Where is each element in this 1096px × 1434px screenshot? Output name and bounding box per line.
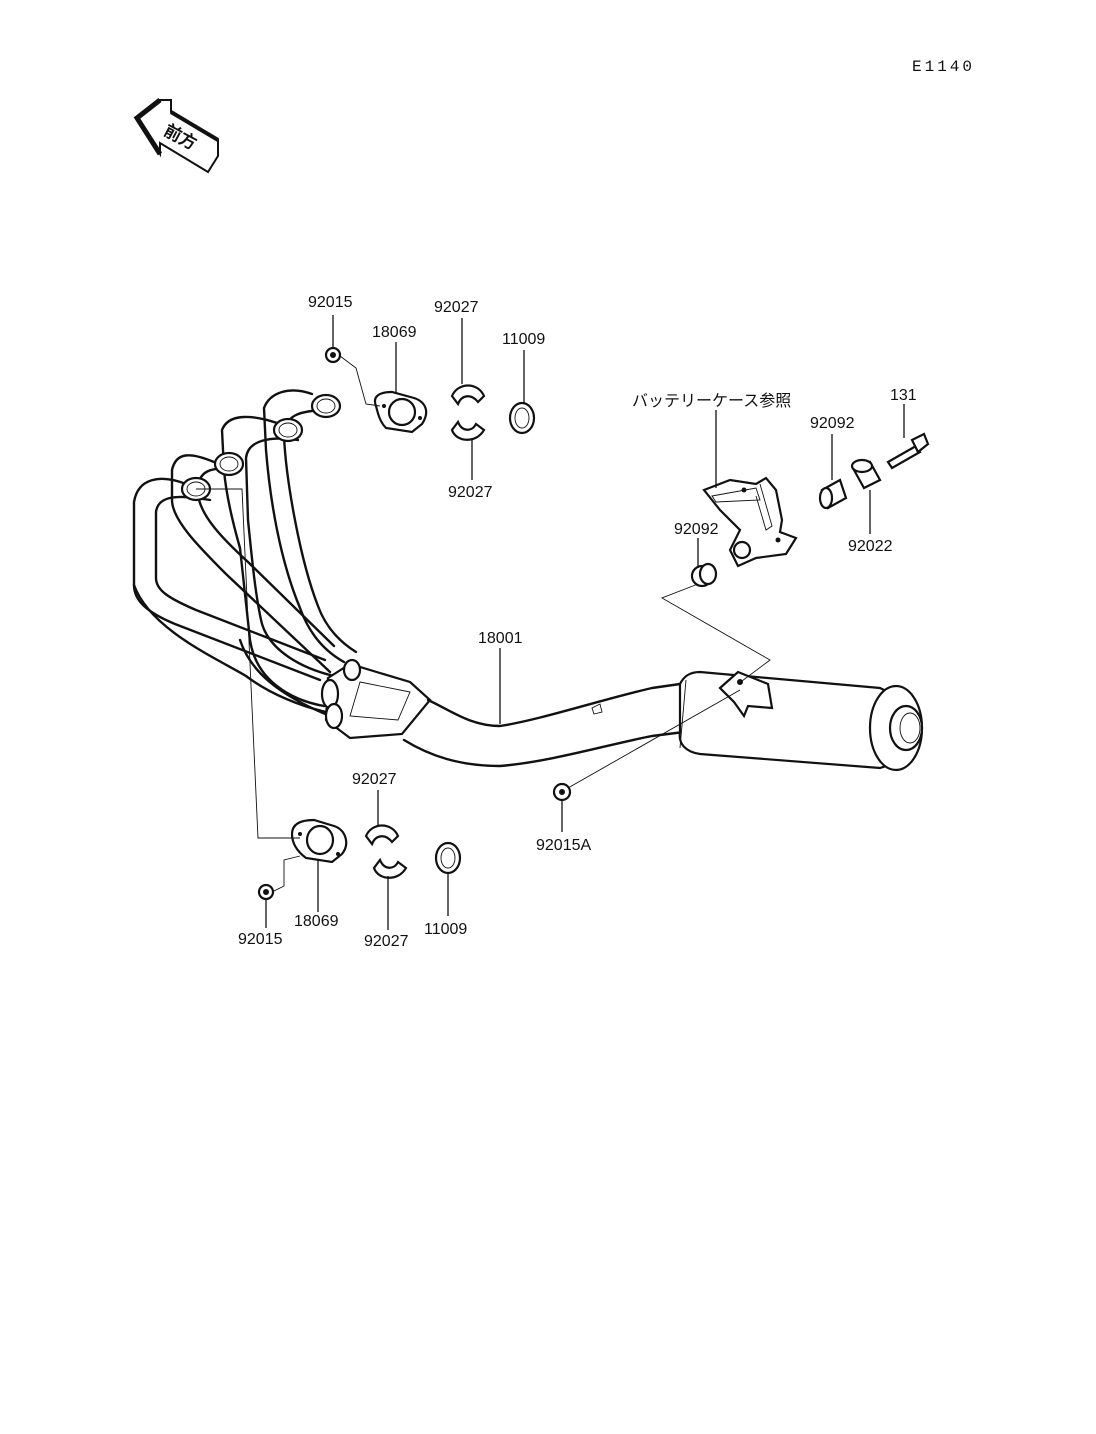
label-92027-top-b: 92027 <box>448 484 493 501</box>
label-92027-top-a: 92027 <box>434 299 479 316</box>
label-18001: 18001 <box>478 630 523 647</box>
diagram-code: E1140 <box>912 58 975 76</box>
part-18069-flange-top <box>373 390 428 434</box>
label-11009-bottom: 11009 <box>424 921 467 938</box>
muffler-assembly <box>402 670 924 772</box>
label-18069-top: 18069 <box>372 324 417 341</box>
label-92092-mid: 92092 <box>674 521 719 538</box>
front-direction-arrow-icon: 前方 <box>133 98 220 174</box>
part-92027-collar-top <box>450 384 486 441</box>
muffler-bracket <box>702 476 798 568</box>
part-92092-grommet-mid <box>690 562 718 588</box>
part-11009-gasket-top <box>508 401 536 435</box>
leader-lines <box>196 315 905 930</box>
label-18069-bottom: 18069 <box>294 913 339 930</box>
label-11009-top: 11009 <box>502 331 545 348</box>
exhaust-header-pipes <box>132 389 432 740</box>
part-18069-flange-bottom <box>290 818 348 864</box>
label-battery-case-reference: バッテリーケース参照 <box>632 391 791 410</box>
label-92092-top: 92092 <box>810 415 855 432</box>
part-131-bolt <box>886 432 930 470</box>
part-11009-gasket-bottom <box>434 841 462 875</box>
label-92015-top: 92015 <box>308 294 353 311</box>
part-92027-collar-bottom <box>364 824 408 879</box>
part-92015-nut-top <box>324 346 342 364</box>
label-92015-bottom: 92015 <box>238 931 283 948</box>
label-92015A: 92015A <box>536 837 591 854</box>
part-92092-grommet-top <box>818 478 848 510</box>
part-92015A-nut <box>552 782 572 802</box>
part-92022-collar <box>850 458 882 490</box>
part-92015-nut-bottom <box>257 883 275 901</box>
label-92027-bottom-a: 92027 <box>352 771 397 788</box>
label-131: 131 <box>890 387 917 404</box>
label-92022: 92022 <box>848 538 893 555</box>
label-92027-bottom-b: 92027 <box>364 933 409 950</box>
